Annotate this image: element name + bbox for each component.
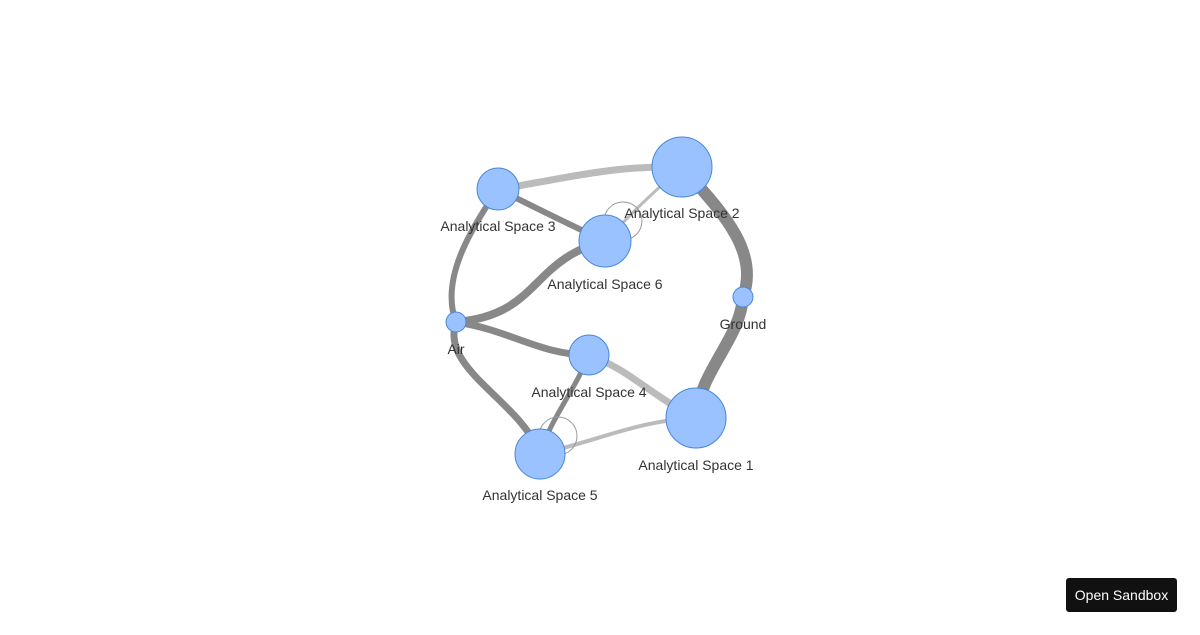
node-label-as1: Analytical Space 1 (638, 457, 753, 473)
edge-air-as4 (452, 318, 593, 359)
node-label-as6: Analytical Space 6 (547, 276, 662, 292)
node-as6[interactable] (578, 214, 632, 268)
node-label-air: Air (447, 341, 464, 357)
node-as3[interactable] (476, 167, 520, 211)
node-label-as3: Analytical Space 3 (440, 218, 555, 234)
node-label-ground: Ground (720, 316, 767, 332)
node-as5[interactable] (514, 428, 566, 480)
node-label-as2: Analytical Space 2 (624, 205, 739, 221)
labels-layer: Analytical Space 1 Analytical Space 2 Anal… (440, 205, 766, 503)
node-label-as5: Analytical Space 5 (482, 487, 597, 503)
node-label-as4: Analytical Space 4 (531, 384, 646, 400)
node-as2[interactable] (651, 136, 713, 198)
node-air[interactable] (445, 311, 467, 333)
node-ground[interactable] (732, 286, 754, 308)
nodes-layer (445, 136, 754, 480)
node-as1[interactable] (665, 387, 727, 449)
node-as4[interactable] (568, 334, 610, 376)
open-sandbox-button[interactable]: Open Sandbox (1066, 578, 1177, 612)
